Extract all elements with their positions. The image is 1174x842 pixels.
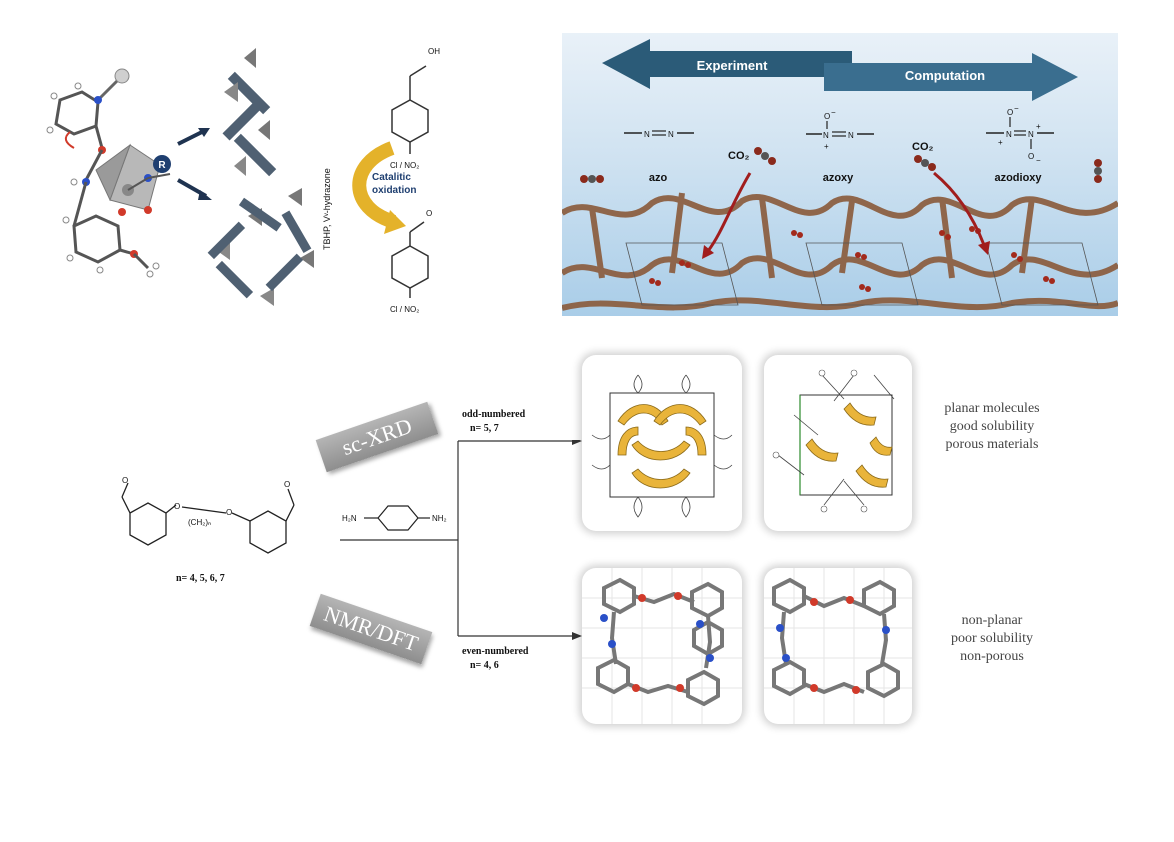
odd-property-2: good solubility bbox=[949, 419, 1035, 434]
svg-text:N: N bbox=[1006, 130, 1012, 139]
framework-cells bbox=[625, 242, 1099, 306]
svg-text:O: O bbox=[1007, 108, 1013, 117]
catalysis-scheme: R bbox=[30, 40, 510, 330]
odd-n-label: n= 5, 7 bbox=[470, 423, 499, 434]
experiment-computation-arrow bbox=[602, 39, 1078, 101]
diamine-structure: H₂N NH₂ bbox=[342, 505, 447, 531]
even-numbered-label: even-numbered bbox=[462, 646, 529, 657]
svg-text:+: + bbox=[1036, 122, 1041, 131]
catalysis-illustration: R bbox=[46, 47, 440, 314]
svg-text:N: N bbox=[644, 130, 650, 139]
odd-numbered-label: odd-numbered bbox=[462, 409, 526, 420]
aldehyde-o-left: O bbox=[122, 476, 128, 485]
azoxy-structure: O − N + N bbox=[806, 108, 874, 151]
reactant-n-label: n= 4, 5, 6, 7 bbox=[176, 573, 225, 584]
odd-property-3: porous materials bbox=[945, 437, 1039, 452]
reagent-label: TBHP, Vᵛ-hydrazone bbox=[322, 168, 332, 250]
amine-right-label: NH₂ bbox=[432, 514, 447, 523]
svg-text:N: N bbox=[823, 131, 829, 140]
even-property-2: poor solubility bbox=[950, 631, 1034, 646]
azoxy-label: azoxy bbox=[823, 172, 854, 184]
branch-lines bbox=[340, 440, 590, 650]
aldehyde-o-right: O bbox=[284, 480, 290, 489]
dialdehyde-structure: O O (CH₂)ₙ O O bbox=[121, 476, 295, 554]
arrow-label-line2: oxidation bbox=[372, 185, 416, 196]
even-n-label: n= 4, 6 bbox=[470, 660, 499, 671]
oxidation-reaction: OH Cl / NO₂ Catalitic oxidation TBHP, Vᵛ… bbox=[322, 47, 440, 314]
odd-property-1: planar molecules bbox=[944, 401, 1040, 416]
svg-text:−: − bbox=[1014, 104, 1019, 113]
even-molecular-structure-tile-2 bbox=[764, 568, 912, 724]
azo-label: azo bbox=[649, 172, 668, 184]
dialdehyde-reactant: O O (CH₂)ₙ O O bbox=[100, 475, 320, 585]
svg-text:N: N bbox=[848, 131, 854, 140]
azo-structure: N N bbox=[624, 130, 694, 139]
even-property-3: non-porous bbox=[960, 649, 1024, 664]
co2-molecules bbox=[580, 147, 1102, 183]
square-assembly bbox=[207, 188, 314, 306]
svg-text:+: + bbox=[998, 138, 1003, 147]
computation-label: Computation bbox=[905, 68, 985, 83]
svg-text:O: O bbox=[824, 112, 830, 121]
ether-oxygen-2: O bbox=[226, 508, 232, 517]
substituent-top-label: Cl / NO₂ bbox=[390, 161, 419, 170]
assembly-arrows bbox=[177, 128, 212, 200]
odd-crystal-packing-tile-1 bbox=[582, 355, 742, 531]
svg-text:N: N bbox=[668, 130, 674, 139]
co2-label-left: CO₂ bbox=[728, 150, 750, 162]
co2-capture-panel: Experiment Computation N N azo O − N + N… bbox=[562, 33, 1118, 316]
even-molecular-structure-tile-1 bbox=[582, 568, 742, 724]
amine-left-label: H₂N bbox=[342, 514, 357, 523]
r-group-label: R bbox=[158, 160, 166, 171]
hydroxyl-group-label: OH bbox=[428, 47, 440, 56]
substituent-bottom-label: Cl / NO₂ bbox=[390, 305, 419, 314]
odd-properties: planar molecules good solubility porous … bbox=[922, 400, 1062, 454]
azodioxy-label: azodioxy bbox=[994, 172, 1042, 184]
even-properties: non-planar poor solubility non-porous bbox=[922, 612, 1062, 666]
ether-oxygen-1: O bbox=[174, 502, 180, 511]
even-property-1: non-planar bbox=[961, 613, 1023, 628]
methylene-chain-label: (CH₂)ₙ bbox=[188, 518, 211, 527]
svg-text:−: − bbox=[831, 108, 836, 117]
aldehyde-oxygen-label: O bbox=[426, 209, 432, 218]
odd-crystal-packing-tile-2 bbox=[764, 355, 912, 531]
svg-text:O: O bbox=[1028, 152, 1034, 161]
svg-text:N: N bbox=[1028, 130, 1034, 139]
vanadium-complex-model: R bbox=[46, 68, 171, 278]
svg-text:−: − bbox=[1036, 156, 1041, 165]
polymer-framework bbox=[562, 192, 1118, 311]
svg-text:+: + bbox=[824, 142, 829, 151]
co2-label-right: CO₂ bbox=[912, 141, 934, 153]
experiment-label: Experiment bbox=[697, 58, 768, 73]
diamine-reactant: H₂N NH₂ bbox=[338, 500, 462, 536]
co2-uptake-arrows bbox=[702, 171, 990, 259]
azodioxy-structure: O − N + N + O − bbox=[986, 104, 1054, 165]
co2-capture-illustration: Experiment Computation N N azo O − N + N… bbox=[562, 39, 1118, 311]
arrow-label-line1: Catalitic bbox=[372, 172, 411, 183]
chain-assembly bbox=[222, 48, 277, 177]
